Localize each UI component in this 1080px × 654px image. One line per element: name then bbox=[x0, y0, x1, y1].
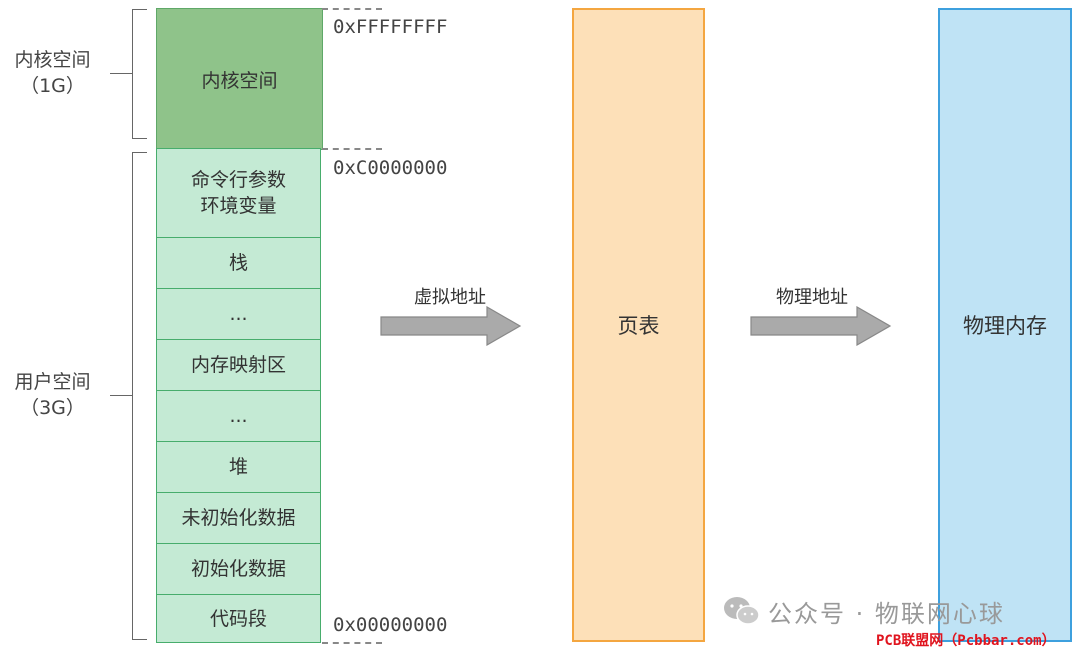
segment-cmdline-env: 命令行参数 环境变量 bbox=[156, 148, 321, 238]
segment-mmap-label: 内存映射区 bbox=[190, 354, 286, 376]
kernel-bracket bbox=[132, 9, 147, 139]
segment-bss: 未初始化数据 bbox=[156, 492, 321, 544]
segment-stack: 栈 bbox=[156, 237, 321, 289]
user-bracket-tick bbox=[110, 395, 132, 396]
watermark-site: PCB联盟网（Pcbbar.com） bbox=[876, 633, 1056, 649]
segment-bss-label: 未初始化数据 bbox=[181, 507, 296, 529]
kernel-space-label-line2: （1G） bbox=[20, 75, 85, 97]
bottom-address: 0x00000000 bbox=[333, 614, 448, 636]
virtual-address-arrow bbox=[380, 306, 522, 346]
segment-gap-2-label: ... bbox=[229, 405, 248, 427]
segment-heap-label: 堆 bbox=[228, 456, 248, 478]
segment-mmap: 内存映射区 bbox=[156, 339, 321, 391]
bottom-address-dash bbox=[322, 642, 382, 644]
virtual-address-label: 虚拟地址 bbox=[414, 287, 486, 308]
segment-data-label: 初始化数据 bbox=[190, 558, 286, 580]
segment-stack-label: 栈 bbox=[228, 252, 248, 274]
kernel-space-label-line1: 内核空间 bbox=[14, 49, 91, 71]
kernel-bracket-tick bbox=[110, 73, 132, 74]
segment-text: 代码段 bbox=[156, 594, 321, 643]
segment-gap-2: ... bbox=[156, 390, 321, 442]
user-space-label-line2: （3G） bbox=[20, 397, 85, 419]
kernel-boundary-address: 0xC0000000 bbox=[333, 157, 448, 179]
physical-address-arrow bbox=[750, 306, 892, 346]
physical-memory-label: 物理内存 bbox=[963, 314, 1047, 338]
kernel-space-label: 内核空间 （1G） bbox=[5, 47, 100, 99]
page-table-box: 页表 bbox=[572, 8, 705, 642]
page-table-label: 页表 bbox=[617, 314, 660, 338]
kernel-space-block-label: 内核空间 bbox=[201, 69, 278, 92]
segment-gap-1-label: ... bbox=[229, 303, 248, 325]
physical-memory-box: 物理内存 bbox=[938, 8, 1072, 642]
watermark-account: 公众号 · 物联网心球 bbox=[768, 600, 1005, 628]
segment-env-label: 环境变量 bbox=[200, 195, 277, 217]
user-space-label: 用户空间 （3G） bbox=[5, 369, 100, 421]
segment-data: 初始化数据 bbox=[156, 543, 321, 595]
physical-address-label: 物理地址 bbox=[776, 287, 848, 308]
wechat-icon bbox=[724, 597, 760, 625]
kernel-boundary-dash bbox=[322, 148, 382, 150]
user-space-label-line1: 用户空间 bbox=[14, 371, 91, 393]
segment-cmdline-label: 命令行参数 bbox=[190, 169, 286, 191]
kernel-space-block: 内核空间 bbox=[156, 8, 323, 150]
segment-text-label: 代码段 bbox=[209, 607, 267, 630]
segment-gap-1: ... bbox=[156, 288, 321, 340]
top-address: 0xFFFFFFFF bbox=[333, 16, 448, 38]
user-bracket bbox=[132, 152, 147, 640]
top-address-dash bbox=[322, 8, 382, 10]
segment-heap: 堆 bbox=[156, 441, 321, 493]
